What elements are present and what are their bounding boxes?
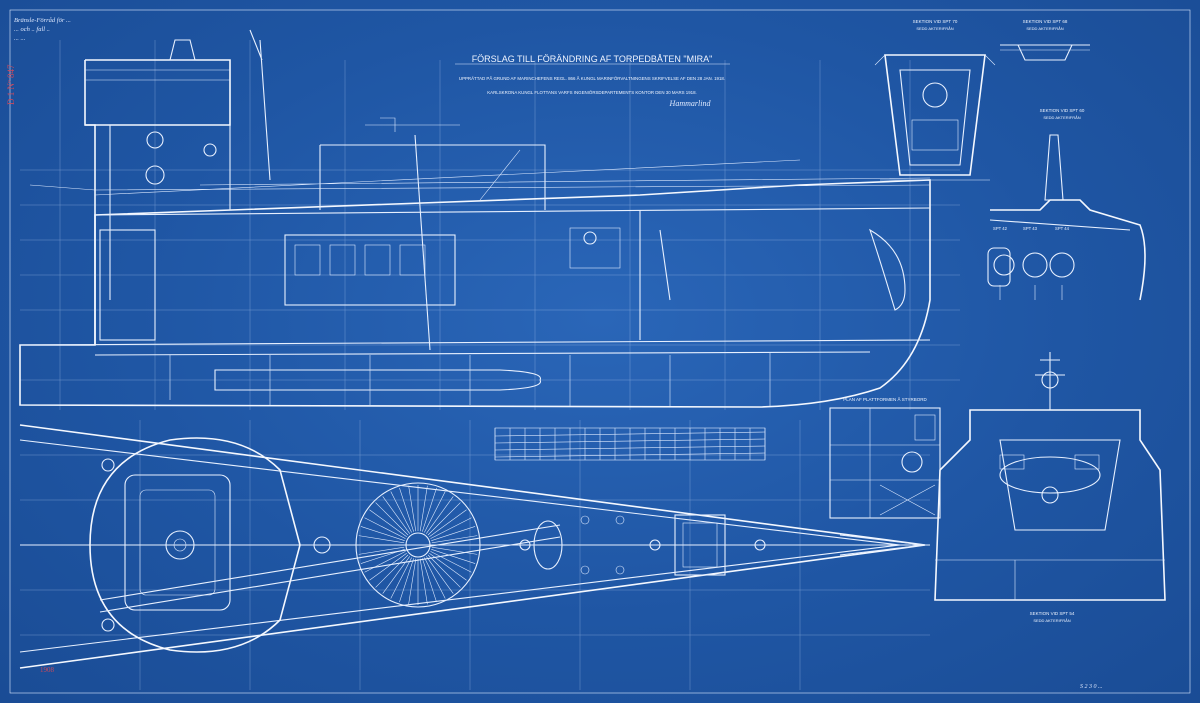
svg-text:Bränsle-Förråd för ...: Bränsle-Förråd för ...: [14, 17, 71, 24]
margin-reference-mark: D 1 Nº 847: [6, 64, 16, 105]
deck-plan-view: [19, 420, 930, 690]
handwritten-note: Bränsle-Förråd för ... ... och .. fall .…: [14, 17, 71, 42]
signature: Hammarlind: [669, 99, 712, 108]
sheet-border: [9, 9, 1191, 694]
svg-text:SPT 43: SPT 43: [1023, 226, 1038, 231]
section-54-view: SEKTION VID SPT 54 SEDD AKTERIFRÅN: [934, 352, 1166, 623]
svg-text:SEKTION VID SPT 54: SEKTION VID SPT 54: [1030, 611, 1075, 616]
platform-plan-view: PLAN AF PLATTFORMEN Å STYRBORD: [829, 396, 941, 519]
svg-text:SPT 42: SPT 42: [993, 226, 1008, 231]
side-elevation-view: [19, 29, 960, 410]
title-block: FÖRSLAG TILL FÖRÄNDRING AF TORPEDBÅTEN "…: [455, 54, 730, 108]
section-70-view: SEKTION VID SPT 70 SEDD AKTERIFRÅN: [874, 19, 996, 181]
platform-plan-label: PLAN AF PLATTFORMEN Å STYRBORD: [843, 396, 927, 402]
drawing-subtitle-2: KARLSKRONA KUNGL FLOTTANS VARFS INGENIÖR…: [487, 90, 697, 95]
svg-text:SEKTION VID SPT 70: SEKTION VID SPT 70: [913, 19, 958, 24]
svg-text:SEKTION VID SPT 60: SEKTION VID SPT 60: [1040, 108, 1085, 113]
svg-text:SEDD AKTERIFRÅN: SEDD AKTERIFRÅN: [1026, 26, 1063, 31]
svg-text:SPT 44: SPT 44: [1055, 226, 1070, 231]
small-sections: SPT 42 SPT 43 SPT 44: [987, 226, 1075, 300]
bottom-left-stamp: 1908: [40, 666, 55, 674]
svg-text:SEDD AKTERIFRÅN: SEDD AKTERIFRÅN: [1033, 618, 1070, 623]
svg-text:SEDD AKTERIFRÅN: SEDD AKTERIFRÅN: [1043, 115, 1080, 120]
svg-text:SEKTION VID SPT 68: SEKTION VID SPT 68: [1023, 19, 1068, 24]
svg-text:... ...: ... ...: [14, 35, 26, 42]
bottom-right-note: S 2 3 0 ...: [1080, 684, 1103, 690]
scale-bar: [494, 427, 766, 461]
drawing-title: FÖRSLAG TILL FÖRÄNDRING AF TORPEDBÅTEN "…: [472, 54, 713, 64]
turntable-ring: [355, 482, 481, 608]
svg-text:... och .. fall ..: ... och .. fall ..: [14, 26, 50, 33]
section-60-view: SEKTION VID SPT 60 SEDD AKTERIFRÅN: [989, 108, 1146, 301]
svg-text:SEDD AKTERIFRÅN: SEDD AKTERIFRÅN: [916, 26, 953, 31]
section-68-view: SEKTION VID SPT 68 SEDD AKTERIFRÅN: [1000, 19, 1090, 61]
drawing-subtitle-1: UPPRÄTTAD PÅ GRUND AF MARINCHEFENS REGL.…: [459, 76, 725, 81]
